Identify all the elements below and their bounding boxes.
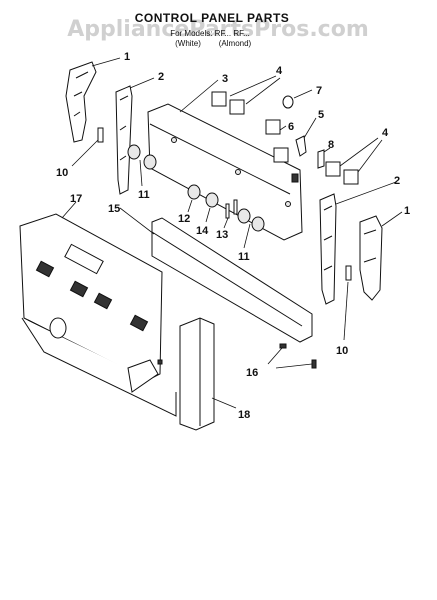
part-ring-7 bbox=[282, 95, 294, 109]
callout-7: 7 bbox=[316, 85, 322, 97]
part-knob-12 bbox=[187, 184, 201, 200]
part-bracket-18 bbox=[179, 317, 215, 431]
part-clip-8 bbox=[317, 149, 325, 169]
callout-1b: 1 bbox=[404, 205, 410, 217]
callout-13: 13 bbox=[216, 229, 228, 241]
leader-4b2 bbox=[357, 139, 383, 173]
leader-16b bbox=[275, 363, 313, 369]
callout-14: 14 bbox=[196, 225, 209, 237]
part-knob-14 bbox=[205, 192, 219, 208]
part-clip-right bbox=[345, 265, 352, 281]
part-control-panel bbox=[147, 103, 303, 241]
part-switch-6 bbox=[265, 119, 289, 163]
leader-14 bbox=[205, 207, 211, 223]
part-switch-4-upper bbox=[211, 91, 245, 115]
leader-3 bbox=[179, 79, 219, 113]
leader-11b bbox=[243, 223, 251, 249]
callout-2a: 2 bbox=[158, 71, 164, 83]
callout-4b: 4 bbox=[382, 127, 389, 139]
leader-16a bbox=[267, 347, 283, 365]
leader-1a bbox=[91, 57, 121, 67]
callout-2b: 2 bbox=[394, 175, 400, 187]
callout-16: 16 bbox=[246, 367, 258, 379]
leader-11a bbox=[139, 159, 143, 187]
part-clip-5 bbox=[295, 135, 307, 157]
callout-1a: 1 bbox=[124, 51, 130, 63]
diagram-subtitle-almond: (Almond) bbox=[219, 39, 252, 48]
leader-12 bbox=[187, 199, 193, 213]
callout-10b: 10 bbox=[336, 345, 348, 357]
part-trim-15 bbox=[151, 217, 313, 343]
part-rear-panel-17 bbox=[19, 213, 177, 417]
part-spring-13 bbox=[225, 199, 238, 219]
part-bracket-left bbox=[115, 85, 133, 195]
callout-10a: 10 bbox=[56, 167, 68, 179]
part-switch-4-lower bbox=[325, 161, 359, 185]
leader-2b bbox=[335, 181, 397, 205]
leader-6 bbox=[279, 125, 287, 131]
leader-1b bbox=[381, 211, 403, 227]
leader-15 bbox=[119, 207, 155, 235]
callout-4a: 4 bbox=[276, 65, 283, 77]
leader-2a bbox=[129, 77, 155, 89]
callout-11b: 11 bbox=[238, 251, 250, 263]
part-end-cap-left bbox=[65, 61, 97, 143]
leader-18 bbox=[211, 397, 237, 409]
leader-4a2 bbox=[245, 77, 281, 105]
leader-8 bbox=[323, 147, 331, 153]
callout-5: 5 bbox=[318, 109, 324, 121]
leader-17 bbox=[61, 201, 77, 219]
part-clip-left bbox=[97, 127, 104, 143]
callout-15: 15 bbox=[108, 203, 120, 215]
part-end-cap-right bbox=[359, 215, 383, 301]
diagram-subtitle-white: (White) bbox=[175, 39, 201, 48]
diagram-subtitle-models: For Models: RF... RF... bbox=[170, 29, 250, 38]
part-knob-11-lower bbox=[237, 208, 265, 232]
leader-13 bbox=[223, 217, 229, 229]
callout-18: 18 bbox=[238, 409, 250, 421]
callout-17: 17 bbox=[70, 193, 82, 205]
part-bracket-right bbox=[319, 193, 337, 305]
callout-3: 3 bbox=[222, 73, 228, 85]
watermark-text: AppliancePartsPros.com bbox=[67, 17, 369, 42]
callout-6: 6 bbox=[288, 121, 294, 133]
callout-11a: 11 bbox=[138, 189, 150, 201]
leader-4a bbox=[229, 75, 277, 97]
callout-12: 12 bbox=[178, 213, 190, 225]
leader-5 bbox=[303, 117, 317, 139]
leader-10a bbox=[71, 139, 99, 167]
part-knob-11-upper bbox=[127, 144, 157, 170]
leader-4b bbox=[339, 137, 379, 167]
callout-8: 8 bbox=[328, 139, 334, 151]
diagram-title: CONTROL PANEL PARTS bbox=[135, 11, 290, 25]
leader-7 bbox=[293, 89, 313, 99]
leader-10b bbox=[343, 281, 349, 341]
